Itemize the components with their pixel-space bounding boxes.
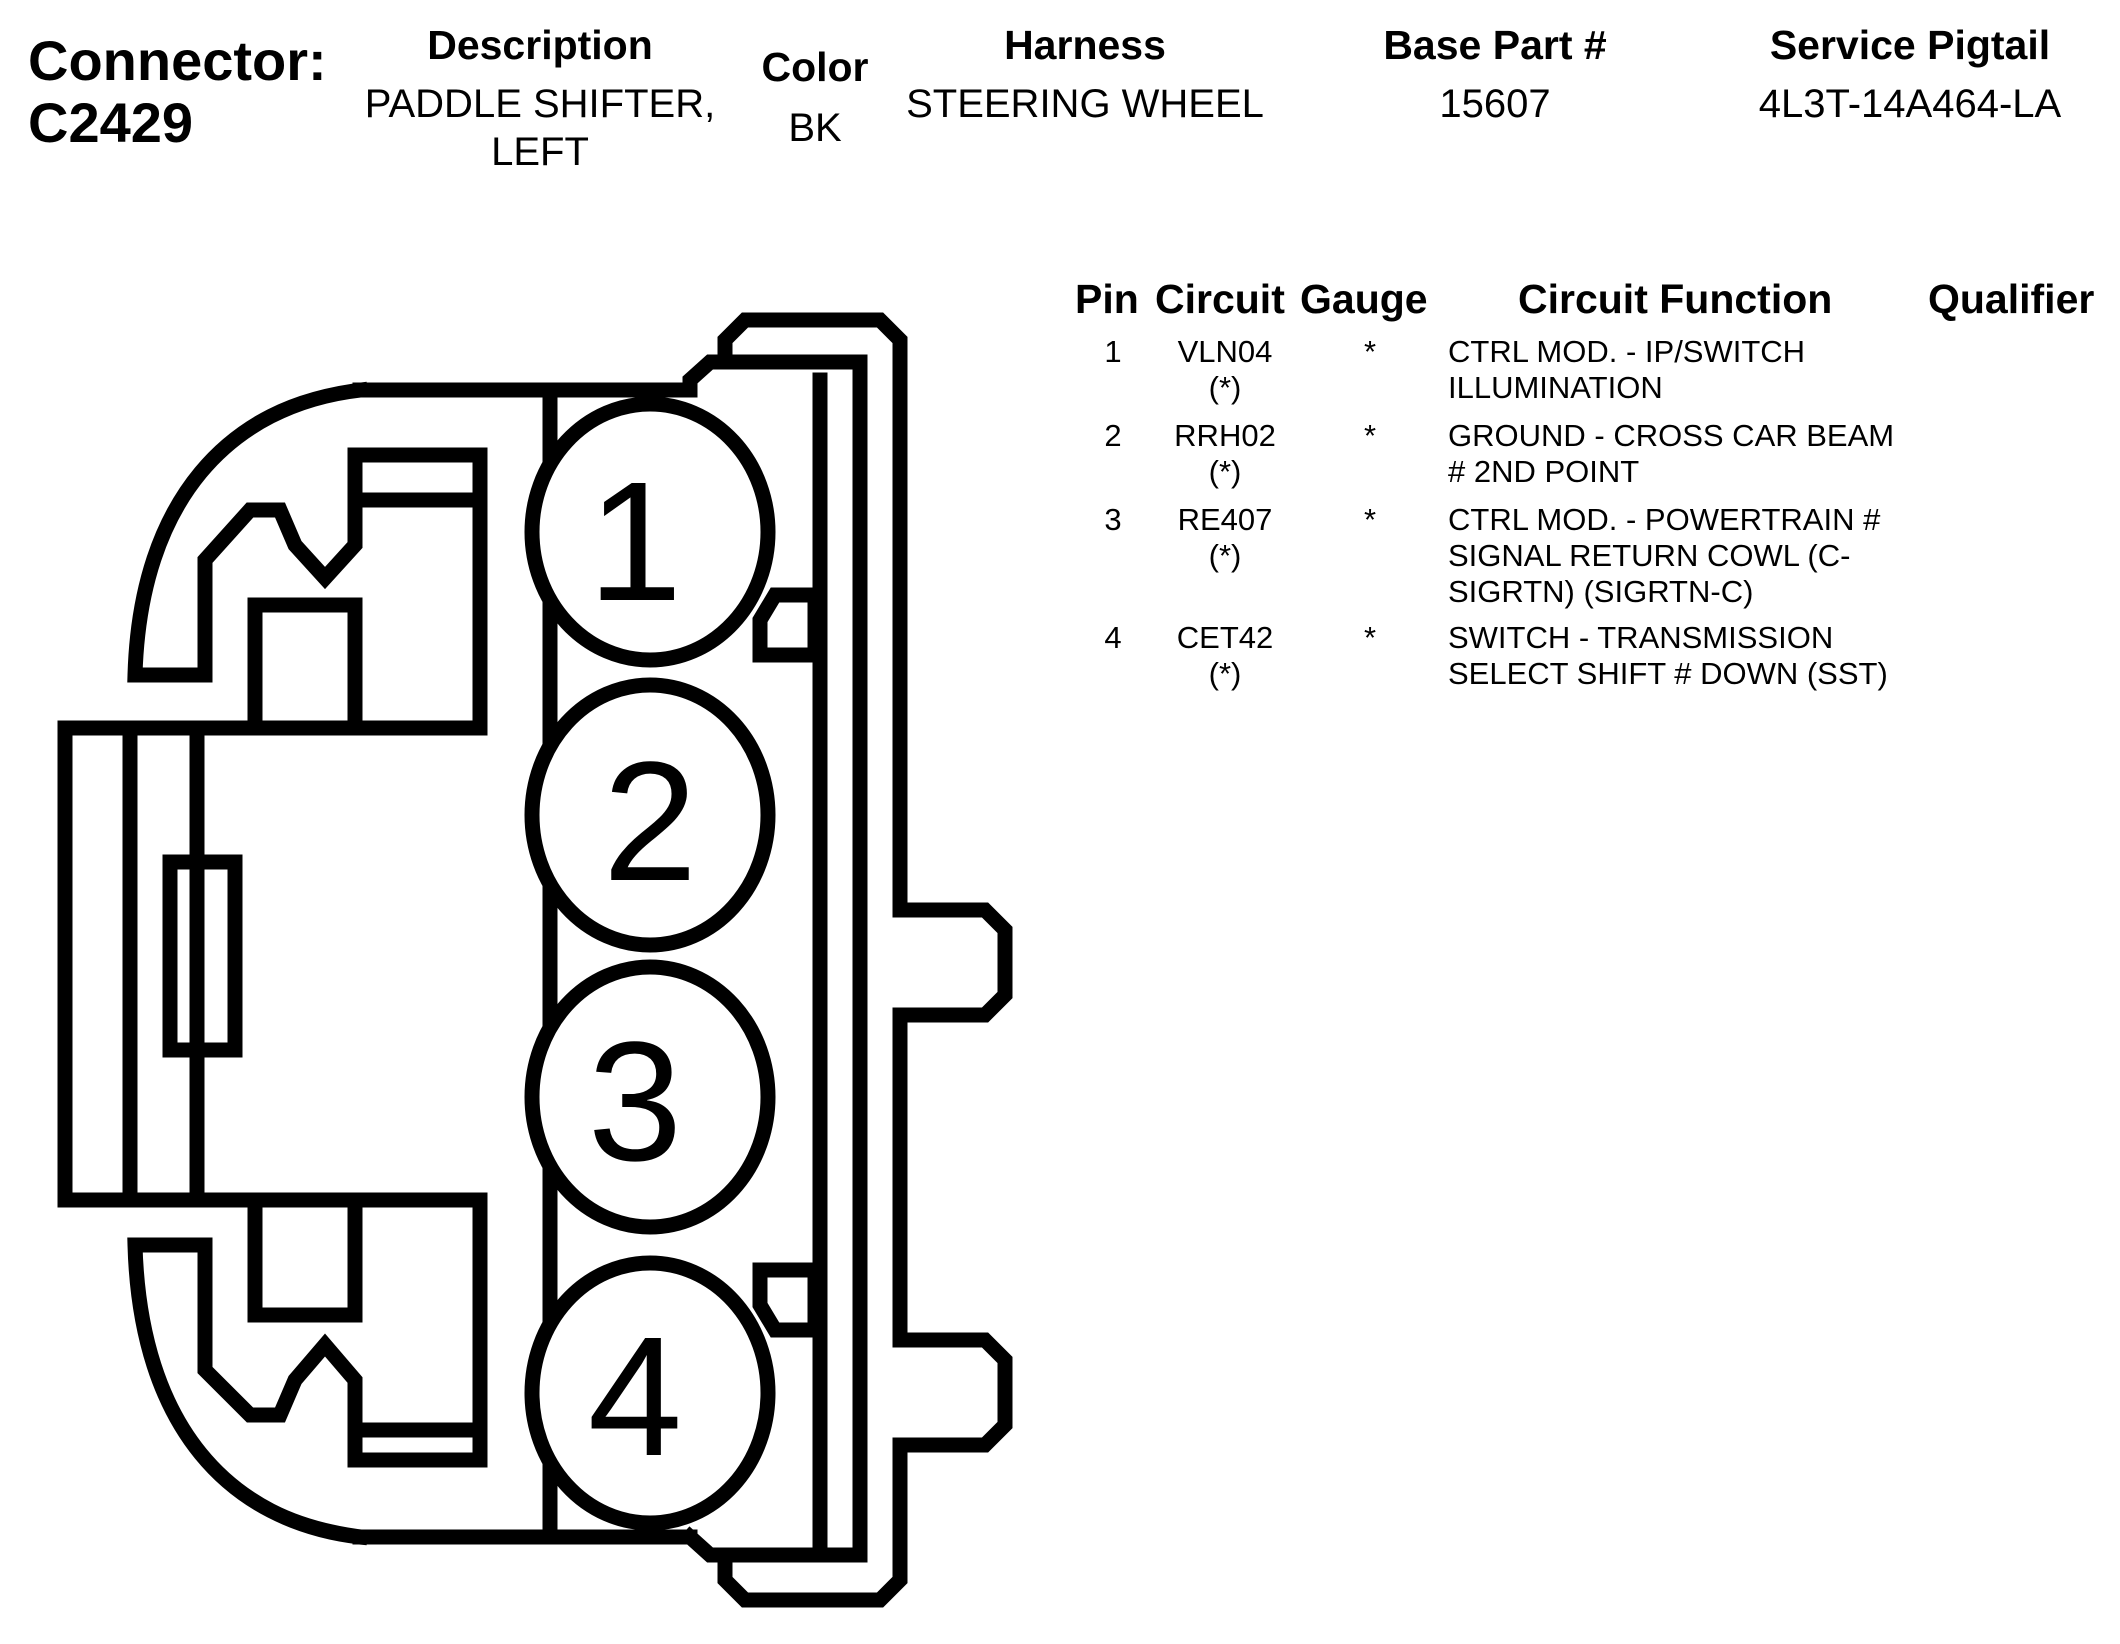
table-row-circuit-note: (*) [1208, 454, 1242, 489]
pin-column-header: Pin [1075, 276, 1139, 322]
pin-cavity-2 [524, 677, 776, 953]
pin-number-1: 1 [588, 447, 683, 637]
connector-lock-slot [162, 854, 243, 1058]
connector-shroud-outer [717, 312, 1013, 1608]
service-pigtail-value: 4L3T-14A464-LA [1758, 82, 2062, 126]
circuit-function-column-header: Circuit Function [1518, 276, 1833, 322]
pin-number-3: 3 [588, 1007, 683, 1197]
gauge-column-header: Gauge [1300, 276, 1428, 322]
connector-notch-lower [752, 1262, 823, 1338]
table-row-circuit: RE407 [1177, 502, 1273, 537]
table-row-pin: 4 [1104, 620, 1122, 655]
service-pigtail-header: Service Pigtail [1769, 22, 2051, 68]
table-row-function-line: SIGNAL RETURN COWL (C- [1448, 538, 1851, 573]
connector-shroud-right [679, 354, 868, 1563]
table-row-pin: 1 [1104, 334, 1122, 369]
description-line2: LEFT [491, 130, 589, 174]
table-row-function-line: GROUND - CROSS CAR BEAM [1448, 418, 1895, 453]
table-row-function-line: # 2ND POINT [1448, 454, 1640, 489]
table-row-gauge: * [1363, 502, 1377, 537]
table-row-circuit-note: (*) [1208, 656, 1242, 691]
table-row-gauge: * [1363, 418, 1377, 453]
pin-cavity-3 [524, 959, 776, 1235]
table-row-circuit: RRH02 [1174, 418, 1276, 453]
table-row-circuit: VLN04 [1177, 334, 1273, 369]
harness-value: STEERING WHEEL [906, 82, 1264, 126]
connector-hood-top [127, 381, 488, 728]
table-row-function-line: CTRL MOD. - POWERTRAIN # [1448, 502, 1881, 537]
table-row-circuit: CET42 [1176, 620, 1274, 655]
pin-number-4: 4 [588, 1302, 683, 1492]
description-line1: PADDLE SHIFTER, [364, 82, 716, 126]
pin-cavity-4 [524, 1255, 776, 1531]
table-row-function-line: SWITCH - TRANSMISSION [1448, 620, 1834, 655]
table-row-function-line: CTRL MOD. - IP/SWITCH [1448, 334, 1806, 369]
qualifier-column-header: Qualifier [1928, 276, 2095, 322]
base-part-value: 15607 [1439, 82, 1551, 126]
connector-hood-bottom [127, 1192, 488, 1546]
connector-tab-lower [247, 1197, 363, 1323]
table-row-pin: 2 [1104, 418, 1122, 453]
table-row-function-line: SELECT SHIFT # DOWN (SST) [1448, 656, 1888, 691]
table-row-gauge: * [1363, 620, 1377, 655]
connector-label: Connector: [28, 29, 327, 92]
base-part-header: Base Part # [1383, 22, 1607, 68]
table-row-circuit-note: (*) [1208, 370, 1242, 405]
harness-header: Harness [1004, 22, 1166, 68]
connector-tab-upper [247, 597, 363, 728]
connector-notch-upper [752, 587, 823, 663]
connector-main-block [57, 720, 488, 1208]
table-row-pin: 3 [1104, 502, 1122, 537]
color-header: Color [761, 44, 869, 90]
table-row-function-line: ILLUMINATION [1448, 370, 1663, 405]
color-value: BK [788, 106, 842, 150]
table-row-gauge: * [1363, 334, 1377, 369]
pin-number-2: 2 [603, 727, 698, 917]
circuit-column-header: Circuit [1155, 276, 1285, 322]
description-header: Description [427, 22, 653, 68]
connector-id: C2429 [28, 91, 194, 154]
table-row-circuit-note: (*) [1208, 538, 1242, 573]
pin-cavity-1 [524, 396, 776, 668]
table-row-function-line: SIGRTN) (SIGRTN-C) [1448, 574, 1754, 609]
